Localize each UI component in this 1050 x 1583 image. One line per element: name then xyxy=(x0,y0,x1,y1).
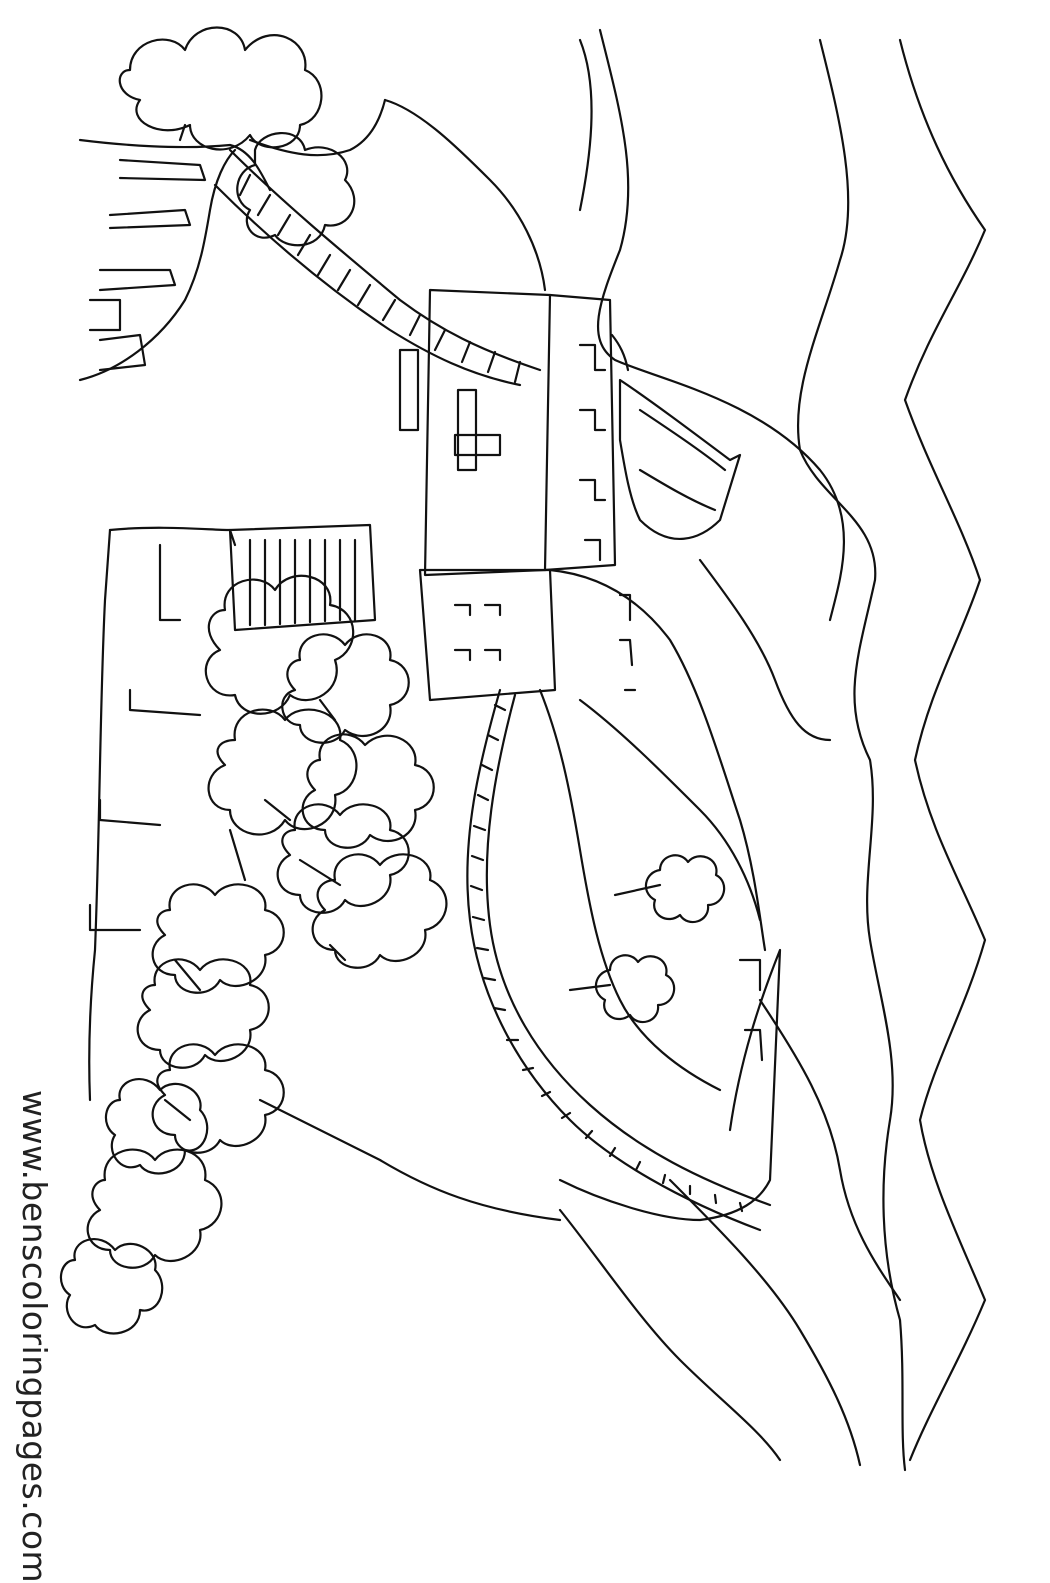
wall-middle-slab xyxy=(418,568,557,702)
ground-line xyxy=(258,1098,562,1222)
wall-right-arc xyxy=(548,568,767,952)
tower-roof-ridge xyxy=(638,408,727,512)
hill-crest xyxy=(578,698,762,922)
wall-post-1 xyxy=(398,348,420,432)
ridge-line-1 xyxy=(898,38,987,1462)
mountain-left-peak xyxy=(383,98,547,292)
tower-front-face xyxy=(543,293,617,572)
upper-wall-top-edge xyxy=(78,138,272,192)
wall-battlements-curve xyxy=(469,703,744,1213)
ridge-line-3 xyxy=(596,28,846,622)
ridge-line-4 xyxy=(578,38,593,212)
hill-tree-1 xyxy=(644,854,726,924)
right-mid-ridge xyxy=(758,998,902,1302)
wall-left-crenels xyxy=(88,543,202,932)
slab-windows xyxy=(453,603,502,662)
upper-wall-merlons xyxy=(88,298,147,372)
wall-post-2 xyxy=(456,388,478,472)
hill-tree-2 xyxy=(594,954,676,1024)
stair-block xyxy=(228,523,377,632)
mountain-left-slope xyxy=(248,98,387,157)
mountain-ridges xyxy=(248,28,987,1472)
upper-wall-steps xyxy=(98,158,207,292)
wall-right-crest xyxy=(618,593,637,692)
tower-roof-eaves xyxy=(610,333,630,372)
wall-right-crenels xyxy=(738,958,764,1062)
wall-walkway-upper-inner xyxy=(213,183,522,387)
foreground-hill-lower xyxy=(668,1178,862,1467)
main-wall xyxy=(418,558,832,1232)
hill-slope xyxy=(538,688,722,1092)
tree-cloud-1 xyxy=(204,574,355,715)
stair-section xyxy=(88,523,377,1102)
tree-cloud-top-left xyxy=(118,26,323,151)
wall-top-outer xyxy=(466,688,762,1232)
tree-cloud-2 xyxy=(281,633,410,744)
tree-trunks xyxy=(163,698,347,1122)
top-trees xyxy=(118,26,356,247)
tree-cloud-3 xyxy=(207,708,358,836)
walkway-ticks xyxy=(238,173,522,384)
hill-trees xyxy=(538,688,762,1092)
tree-cloud-8 xyxy=(136,958,270,1069)
wall-crossbar xyxy=(453,433,502,457)
tree-cloud-9 xyxy=(151,1043,285,1154)
tree-clusters xyxy=(104,574,448,1175)
tree-cloud-bottom-2 xyxy=(59,1238,164,1335)
wall-walkway-upper xyxy=(228,148,542,372)
tree-cloud-bottom xyxy=(86,1148,223,1269)
tree-cloud-5 xyxy=(276,803,410,914)
coloring-page: www.benscoloringpages.com xyxy=(15,26,987,1583)
wall-outer-face xyxy=(558,948,782,1222)
wall-sweep-right xyxy=(698,558,832,742)
wall-left-edge xyxy=(88,528,112,1102)
tower-battlements xyxy=(578,343,607,562)
upper-wall-outer-edge xyxy=(78,148,237,382)
tower-roof xyxy=(618,378,742,541)
tree-trunk-top xyxy=(178,123,187,142)
watchtower xyxy=(423,288,742,577)
tree-cloud-top-right xyxy=(236,132,356,247)
wall-left-top xyxy=(108,526,237,547)
tree-cloud-6 xyxy=(311,853,448,969)
hill-tree-trunks xyxy=(568,883,662,992)
website-url-watermark: www.benscoloringpages.com xyxy=(15,1090,54,1583)
tree-cloud-7 xyxy=(151,883,285,994)
bottom-left-trees xyxy=(59,1098,562,1335)
upper-wall xyxy=(78,138,542,472)
ridge-line-2 xyxy=(796,38,907,1472)
tree-cloud-4 xyxy=(301,733,435,849)
wall-top-inner xyxy=(485,693,772,1207)
great-wall-illustration xyxy=(59,26,987,1472)
foreground-hill-bottom xyxy=(558,1208,782,1462)
